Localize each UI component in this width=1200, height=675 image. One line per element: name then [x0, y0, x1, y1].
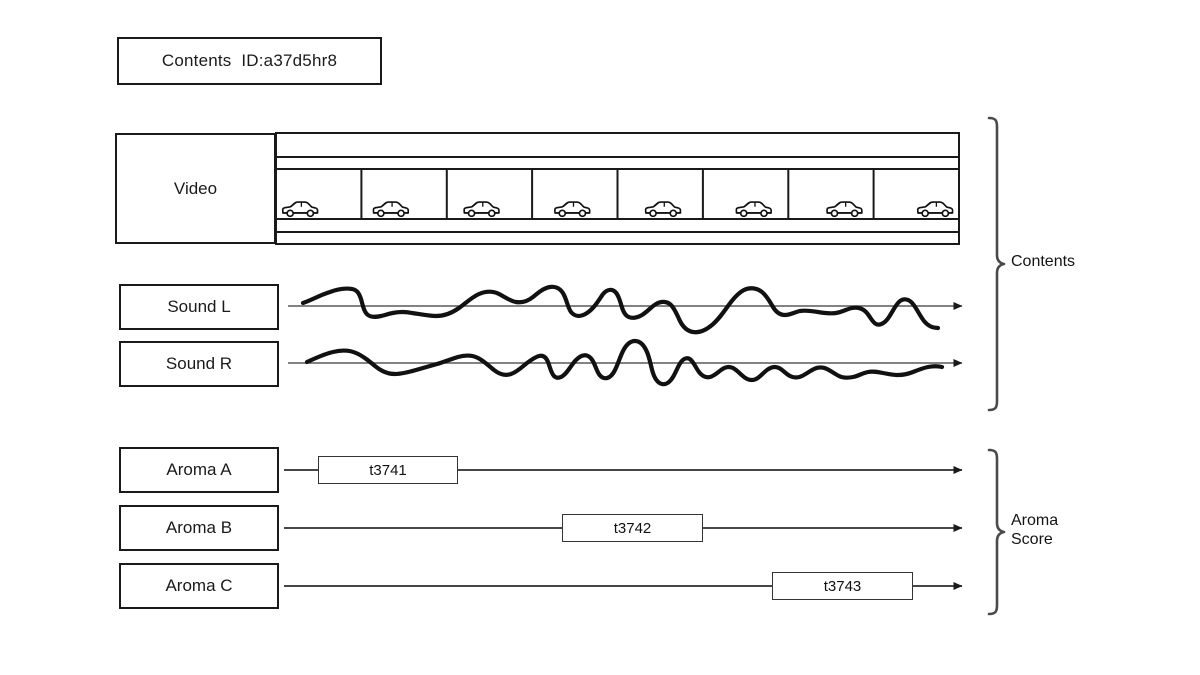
sound-right-label-box: Sound R [119, 341, 279, 387]
aroma-b-marker-label: t3742 [613, 519, 652, 537]
video-track-label: Video [173, 178, 218, 198]
sound-left-waveform [300, 284, 941, 335]
aroma-score-group-bracket [987, 448, 1006, 616]
sound-left-track [288, 284, 963, 335]
sound-left-label: Sound L [167, 297, 231, 316]
aroma-a-marker-label: t3741 [369, 461, 407, 479]
aroma-b-label-box: Aroma B [119, 505, 279, 551]
filmstrip [275, 132, 960, 245]
sound-right-track [288, 338, 963, 387]
car-icon [372, 201, 410, 218]
aroma-b-label: Aroma B [165, 518, 233, 537]
sound-right-label: Sound R [165, 354, 233, 373]
aroma-a-label: Aroma A [166, 460, 232, 479]
contents-group-bracket [987, 116, 1006, 412]
filmstrip-frames [281, 169, 954, 219]
aroma-b-marker-box: t3742 [562, 514, 703, 542]
aroma-a-marker-box: t3741 [318, 456, 458, 484]
sound-right-waveform [304, 338, 945, 387]
car-icon [644, 201, 682, 218]
car-icon [554, 201, 591, 218]
contents-id-box: Contents ID:a37d5hr8 [117, 37, 382, 85]
aroma-a-label-box: Aroma A [119, 447, 279, 493]
contents-group-label: Contents [1011, 253, 1076, 270]
aroma-c-marker-label: t3743 [823, 577, 862, 595]
sound-left-label-box: Sound L [119, 284, 279, 330]
car-icon [826, 201, 863, 218]
filmstrip-outer-border [275, 132, 960, 245]
car-icon [281, 201, 319, 218]
aroma-c-label-box: Aroma C [119, 563, 279, 609]
video-track-label-box: Video [115, 133, 276, 244]
aroma-score-group-label: Aroma Score [1011, 512, 1059, 548]
contents-id-label: Contents ID:a37d5hr8 [161, 51, 338, 70]
car-icon [735, 201, 772, 218]
car-icon [463, 201, 500, 218]
aroma-c-label: Aroma C [165, 576, 233, 595]
car-icon [916, 201, 954, 218]
aroma-c-marker-box: t3743 [772, 572, 913, 600]
